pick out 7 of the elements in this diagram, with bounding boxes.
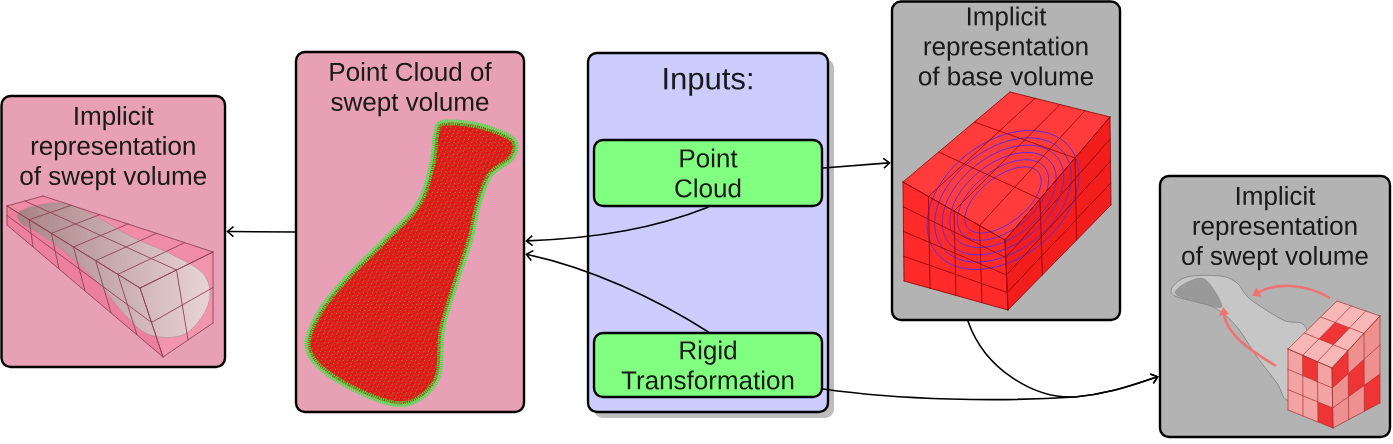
input-box: Rigid Transformation bbox=[592, 331, 824, 399]
arrow bbox=[525, 249, 709, 333]
input-box: Point Cloud bbox=[592, 138, 824, 208]
arrow bbox=[967, 320, 1159, 398]
arrow bbox=[525, 206, 709, 247]
arrow bbox=[822, 157, 891, 170]
arrow bbox=[226, 225, 296, 238]
